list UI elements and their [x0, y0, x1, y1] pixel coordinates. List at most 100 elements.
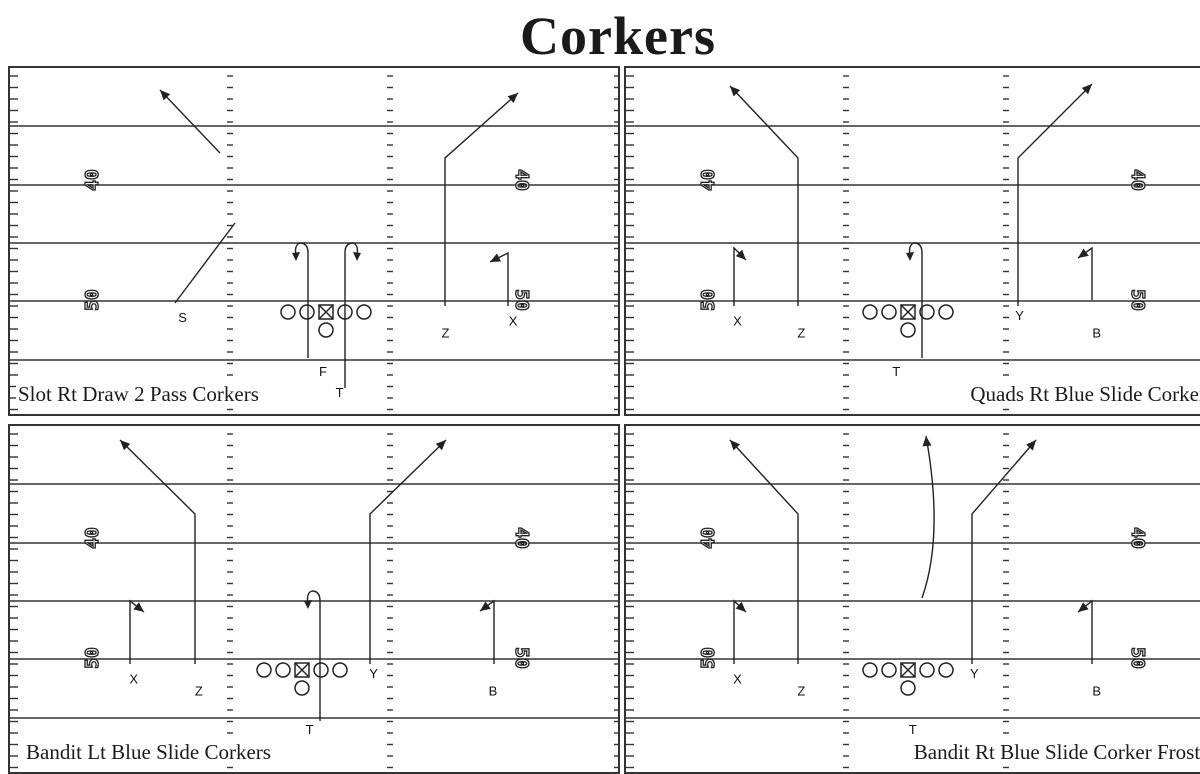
lineman-circle [938, 662, 954, 678]
lineman-circle [275, 662, 291, 678]
yard-number: 40 [82, 169, 103, 191]
yard-number: 50 [511, 647, 532, 669]
lineman-circle [919, 662, 935, 678]
hook-route [294, 242, 309, 358]
route-arrowhead [133, 602, 144, 612]
route-arrowhead [922, 436, 932, 447]
yard-number: 40 [511, 527, 532, 549]
player-label-x: X [733, 671, 742, 686]
route-arrowhead [1078, 248, 1089, 258]
lineman-circle [332, 662, 348, 678]
page-title: Corkers [520, 6, 716, 66]
player-label-z: Z [797, 684, 805, 699]
route-arrowhead [490, 253, 501, 262]
play-caption: Quads Rt Blue Slide Corker [968, 382, 1200, 406]
lineman-circle [862, 304, 878, 320]
quarterback-circle [900, 680, 916, 696]
route-arrowhead [353, 252, 361, 261]
player-label-z: Z [441, 326, 449, 341]
yard-number: 50 [1127, 289, 1148, 311]
yard-number: 50 [698, 289, 719, 311]
route-arrowhead [1078, 602, 1089, 612]
lineman-circle [862, 662, 878, 678]
player-label-s: S [178, 310, 187, 325]
route-arrowhead [435, 440, 446, 451]
lineman-circle [938, 304, 954, 320]
player-label-t: T [306, 722, 314, 737]
lineman-circle [919, 304, 935, 320]
route-line [369, 439, 447, 664]
route-arrowhead [480, 601, 491, 611]
player-label-t: T [336, 385, 344, 400]
route-arrowhead [160, 90, 171, 101]
lineman-circle [313, 662, 329, 678]
yard-number: 40 [1127, 169, 1148, 191]
player-label-z: Z [195, 684, 203, 699]
center-mark [900, 662, 916, 678]
yard-number: 40 [82, 527, 103, 549]
route-line [729, 85, 799, 306]
route-arrowhead [120, 440, 131, 451]
route-arrowhead [730, 86, 741, 97]
yard-number: 50 [698, 647, 719, 669]
lineman-circle [256, 662, 272, 678]
player-label-f: F [319, 364, 327, 379]
center-mark [294, 662, 310, 678]
hook-route [344, 242, 359, 388]
route-line [1017, 83, 1093, 306]
lineman-circle [356, 304, 372, 320]
player-label-x: X [509, 313, 518, 328]
route-arrowhead [507, 93, 518, 104]
player-label-y: Y [369, 666, 378, 681]
quarterback-circle [318, 322, 334, 338]
player-label-z: Z [797, 326, 805, 341]
route-arrowhead [1081, 84, 1092, 95]
player-label-b: B [1092, 326, 1101, 341]
route-line [729, 439, 799, 664]
yard-number: 50 [511, 289, 532, 311]
route-arrowhead [735, 601, 746, 612]
route-arrowhead [1026, 440, 1036, 451]
play-caption: Slot Rt Draw 2 Pass Corkers [16, 382, 261, 406]
route-line [159, 89, 221, 154]
field-svg: 40 40 50 50X Z Y B T [10, 433, 618, 769]
seam-route [921, 435, 935, 599]
hook-route [908, 242, 923, 358]
yard-number: 40 [698, 169, 719, 191]
player-label-x: X [129, 671, 138, 686]
player-label-y: Y [970, 666, 979, 681]
player-label-t: T [909, 722, 917, 737]
player-label-b: B [489, 684, 498, 699]
play-caption: Bandit Lt Blue Slide Corkers [24, 740, 273, 764]
player-label-x: X [733, 313, 742, 328]
lineman-circle [299, 304, 315, 320]
field-svg: 40 40 50 50X Z Y B T [626, 75, 1200, 411]
quarterback-circle [294, 680, 310, 696]
player-label-b: B [1092, 684, 1101, 699]
yard-number: 50 [82, 647, 103, 669]
yard-number: 40 [1127, 527, 1148, 549]
lineman-circle [881, 304, 897, 320]
center-mark [900, 304, 916, 320]
route-arrowhead [906, 252, 914, 261]
player-label-y: Y [1015, 308, 1024, 323]
route-arrowhead [292, 252, 300, 261]
player-label-t: T [892, 364, 900, 379]
yard-number: 40 [698, 527, 719, 549]
quarterback-circle [900, 322, 916, 338]
route-line [444, 92, 519, 306]
route-arrowhead [304, 600, 312, 609]
route-line [174, 222, 236, 304]
field-svg: 40 40 50 50X Z Y B T [626, 433, 1200, 769]
route-line [971, 439, 1037, 664]
route-line [119, 439, 196, 664]
hook-route [306, 590, 321, 721]
yard-number: 50 [1127, 647, 1148, 669]
route-arrowhead [730, 440, 741, 451]
lineman-circle [881, 662, 897, 678]
yard-number: 40 [511, 169, 532, 191]
